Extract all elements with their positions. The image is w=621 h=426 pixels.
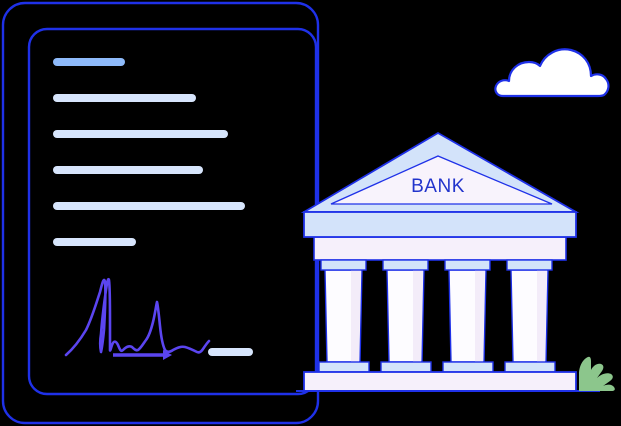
- document-outer-frame: [1, 1, 320, 425]
- column-base: [318, 361, 370, 373]
- line-5: [53, 238, 136, 246]
- column-1: [318, 259, 370, 373]
- column-capital: [320, 259, 367, 271]
- bank-sign-label: BANK: [411, 176, 465, 197]
- bank-building: BANK: [296, 131, 600, 392]
- contract-document: [1, 1, 320, 425]
- column-shade-stripe: [351, 270, 361, 362]
- column-3: [442, 259, 494, 373]
- document-stamp-box: [208, 348, 253, 356]
- column-4: [504, 259, 556, 373]
- line-1: [53, 94, 196, 102]
- line-2: [53, 130, 228, 138]
- column-capital: [506, 259, 553, 271]
- signature-arrow-head-icon: [163, 350, 172, 360]
- document-inner-frame: [27, 27, 318, 396]
- line-3: [53, 166, 203, 174]
- line-title: [53, 58, 125, 66]
- column-capital: [444, 259, 491, 271]
- column-2: [380, 259, 432, 373]
- column-capital: [382, 259, 429, 271]
- bank-pediment-inner: [330, 155, 553, 205]
- bank-cornice: [303, 211, 577, 238]
- bank-columns: [318, 259, 556, 373]
- cloud-icon: [494, 48, 610, 98]
- column-shade-stripe: [475, 270, 485, 362]
- line-4: [53, 202, 245, 210]
- column-base: [442, 361, 494, 373]
- document-text-lines: [53, 58, 245, 246]
- column-base: [380, 361, 432, 373]
- column-shade-stripe: [413, 270, 423, 362]
- column-shade-stripe: [537, 270, 547, 362]
- bank-base-platform: [303, 371, 577, 392]
- column-base: [504, 361, 556, 373]
- handwritten-signature: [64, 277, 211, 357]
- bank-architrave: [313, 236, 567, 261]
- bush-plant-icon: [579, 356, 615, 391]
